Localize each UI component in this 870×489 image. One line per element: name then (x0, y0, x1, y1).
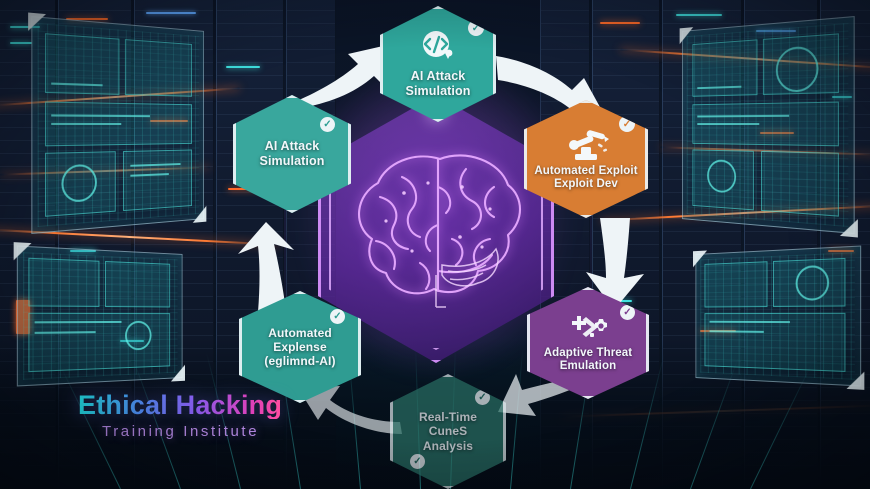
node-label-line: Analysis (419, 439, 477, 453)
status-badge: ✓ (320, 117, 335, 132)
ai-shield-code-icon (418, 29, 458, 65)
gear-network-icon (566, 313, 610, 343)
node-label-line: (eglimnd-AI) (264, 354, 335, 368)
status-badge: ✓ (330, 309, 345, 324)
node-label-line: Simulation (406, 84, 471, 99)
brand-lockup: Ethical Hacking Training Institute (78, 392, 282, 440)
node-label-line: Simulation (260, 154, 325, 169)
holo-panel-right-top (682, 16, 855, 234)
node-label-line: AI Attack (406, 69, 471, 84)
brand-title: Ethical Hacking (78, 392, 282, 419)
holo-panel-left-bottom (17, 245, 183, 386)
node-label-line: Adaptive Threat (544, 347, 632, 360)
node-label-line: Emulation (544, 360, 632, 373)
node-label-line: AI Attack (260, 139, 325, 154)
brain-icon (342, 143, 530, 315)
node-label-line: Automated Exploit (534, 165, 637, 178)
holo-panel-left-top (31, 16, 204, 234)
robot-arm-icon (563, 127, 609, 161)
node-label-line: Explense (264, 340, 335, 354)
holo-panel-right-bottom (695, 245, 861, 386)
node-label-line: CuneS (419, 424, 477, 438)
status-badge-secondary: ✓ (410, 454, 425, 469)
brand-subtitle: Training Institute (102, 423, 282, 440)
node-label-line: Automated (264, 326, 335, 340)
node-label-line: Exploit Dev (534, 178, 637, 191)
node-label-line: Real-Time (419, 410, 477, 424)
